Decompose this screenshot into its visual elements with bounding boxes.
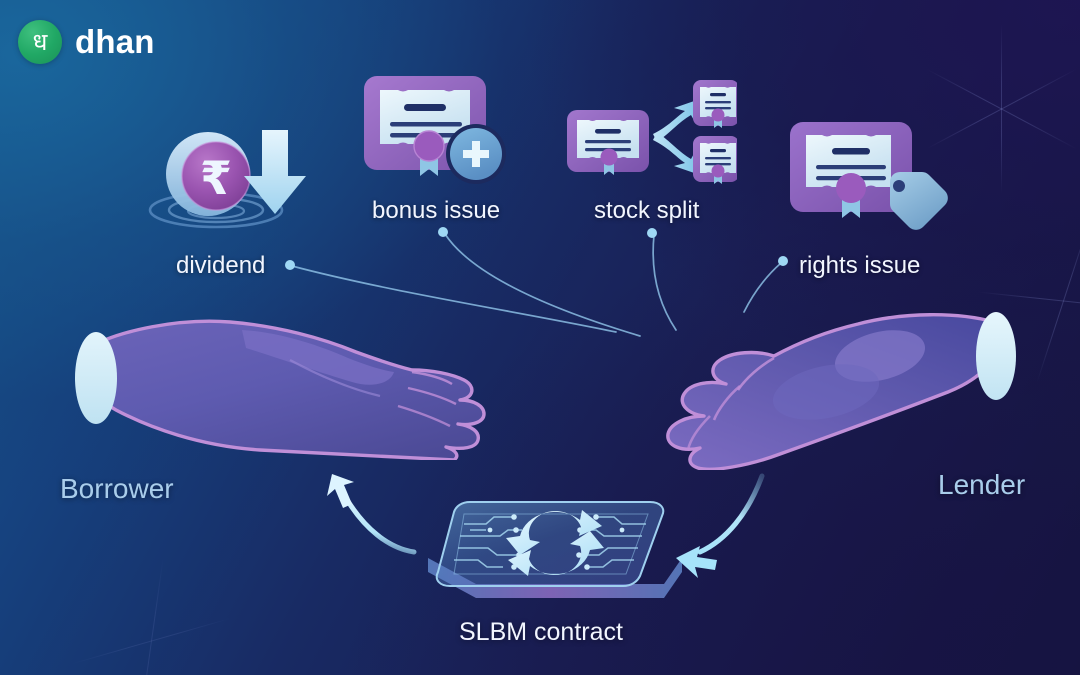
dhan-logo-circle: ध [18,20,62,64]
open-hand-palm-down-icon [666,312,1016,470]
label-bonus-issue: bonus issue [372,197,501,224]
dividend-icon: ₹ [148,130,306,229]
label-dividend: dividend [176,252,266,279]
open-hand-palm-up-icon [75,319,486,460]
starburst-decoration-bottom-left [69,556,233,675]
connector-dot-bonus-issue [438,227,448,237]
connector-dot-stock-split [647,228,657,238]
brand-name: dhan [75,23,155,60]
dhan-logo-glyph: ध [32,28,48,56]
label-slbm-contract: SLBM contract [459,618,623,646]
arrow-lender-to-contract [676,473,765,578]
bonus-issue-icon [364,76,506,184]
arrow-contract-to-borrower [327,474,417,555]
stock-split-icon [567,80,737,184]
connector-dot-rights-issue [778,256,788,266]
brand-logo: ध dhan [18,20,155,64]
starburst-decoration-right [978,220,1080,382]
starburst-decoration-top-right [925,24,1077,194]
circular-exchange-arrows-icon [506,510,604,576]
slbm-contract-icon [428,501,682,598]
label-rights-issue: rights issue [799,252,921,279]
label-lender: Lender [938,469,1026,500]
rupee-symbol: ₹ [200,151,232,205]
rights-issue-icon [790,122,948,230]
label-stock-split: stock split [594,197,700,224]
connector-dot-dividend [285,260,295,270]
label-borrower: Borrower [60,473,174,504]
